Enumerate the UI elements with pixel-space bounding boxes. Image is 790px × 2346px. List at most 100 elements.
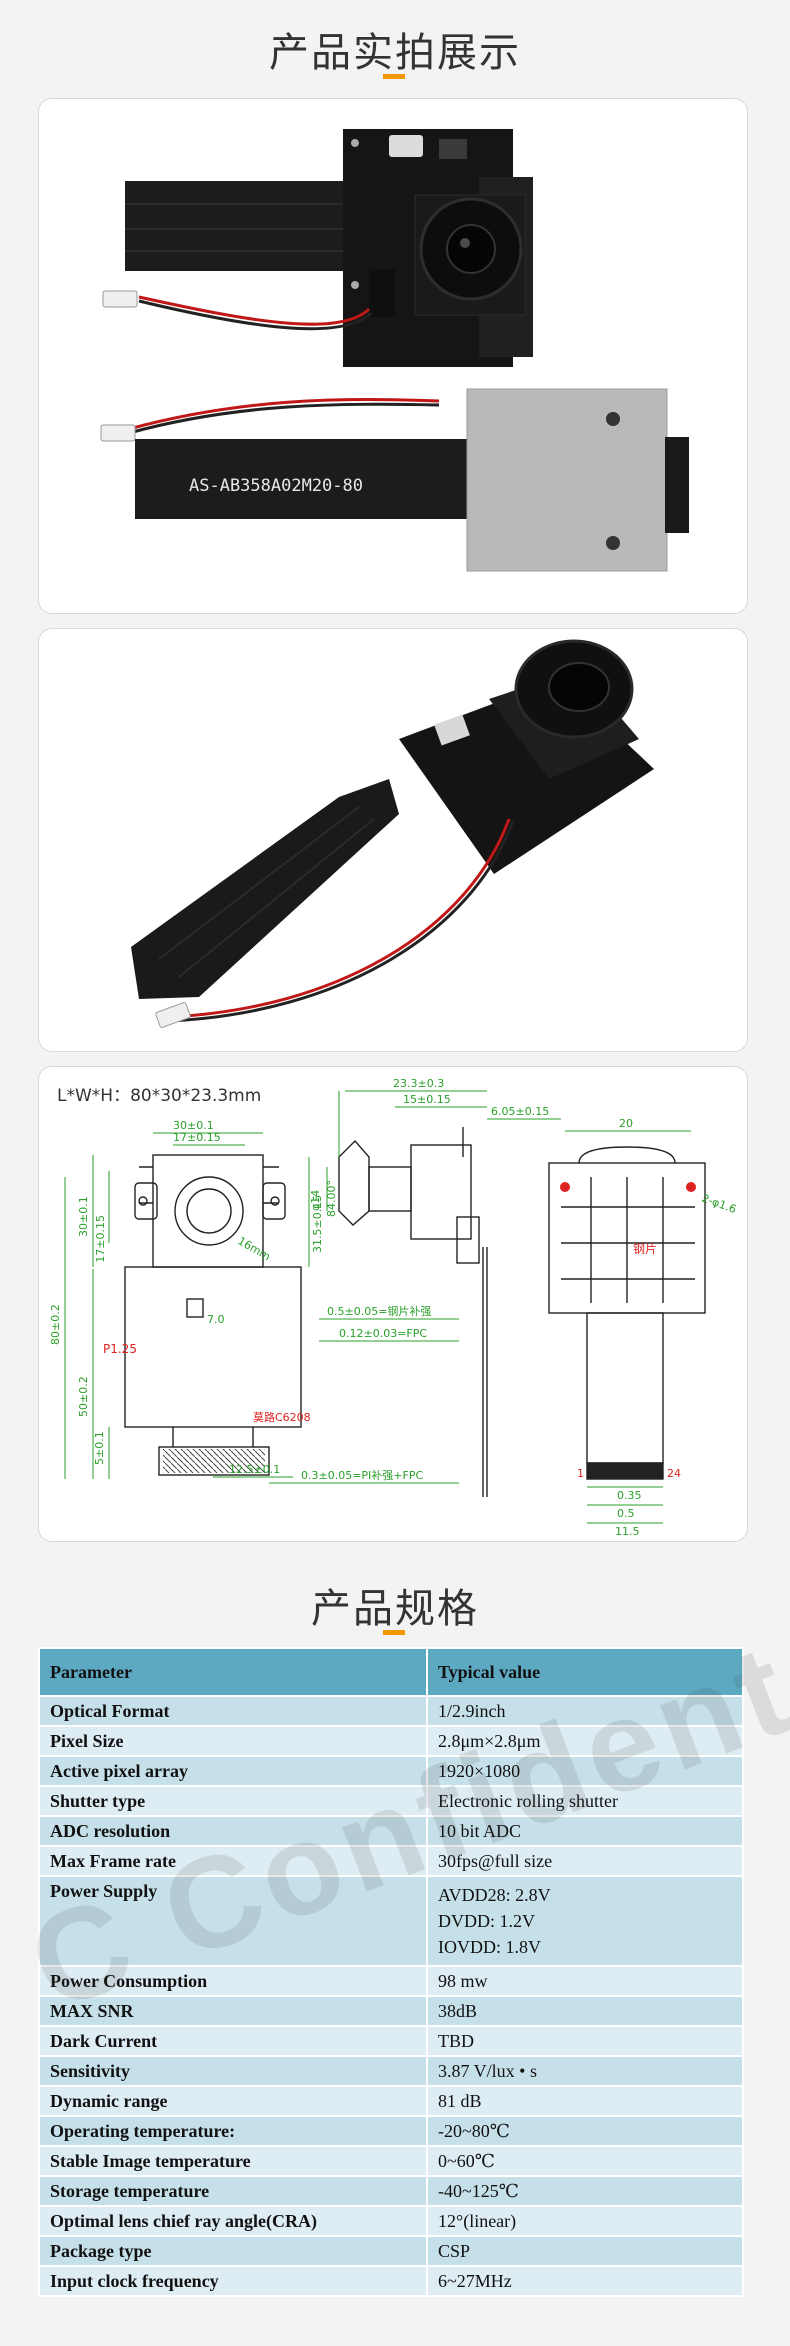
param-value: 3.87 V/lux • s [426,2055,744,2087]
table-row: Power Supply AVDD28: 2.8V DVDD: 1.2V IOV… [38,1875,744,1967]
dim-front-h80: 80±0.2 [49,1304,62,1345]
param-value: -40~125℃ [426,2175,744,2207]
param-value: 0~60℃ [426,2145,744,2177]
dim-back-width-20: 20 [619,1117,633,1130]
table-row: Storage temperature-40~125℃ [38,2175,744,2207]
param-name: Power Consumption [38,1965,428,1997]
fpc-ribbon-bottom [135,439,475,519]
dim-side-pi-thickness: 0.3±0.05=PI补强+FPC [301,1469,423,1482]
dim-side-15: 15±0.15 [403,1093,451,1106]
wire-connector [102,290,138,308]
param-name: Power Supply [38,1875,428,1967]
param-value: 1/2.9inch [426,1695,744,1727]
param-value: 10 bit ADC [426,1815,744,1847]
param-value: 98 mw [426,1965,744,1997]
param-name: ADC resolution [38,1815,428,1847]
section-title-photos: 产品实拍展示 [269,30,521,76]
header-typical-value: Typical value [426,1647,744,1697]
camera-module-photo-top-and-back: AS-AB358A02M20-80 [100,129,689,572]
param-name: Dynamic range [38,2085,428,2117]
dim-front-width-30: 30±0.1 [173,1119,214,1132]
param-value: CSP [426,2235,744,2267]
param-value: AVDD28: 2.8V DVDD: 1.2V IOVDD: 1.8V [426,1875,744,1967]
param-value: 30fps@full size [426,1845,744,1877]
table-row: Optimal lens chief ray angle(CRA)12°(lin… [38,2205,744,2237]
product-photo-card-1: AS-AB358A02M20-80 [38,98,748,614]
param-name: Optical Format [38,1695,428,1727]
param-value: Electronic rolling shutter [426,1785,744,1817]
param-value-line: AVDD28: 2.8V [438,1885,551,1905]
table-row: Operating temperature:-20~80℃ [38,2115,744,2147]
dim-back-0-35: 0.35 [617,1489,642,1502]
param-name: Dark Current [38,2025,428,2057]
param-name: Input clock frequency [38,2265,428,2297]
param-name: Max Frame rate [38,1845,428,1877]
param-name: MAX SNR [38,1995,428,2027]
param-name: Operating temperature: [38,2115,428,2147]
title-accent-bar-2 [383,1630,405,1635]
steel-plate-label: 钢片 [633,1242,657,1256]
dimension-drawing-card: L*W*H：80*30*23.3mm [38,1066,748,1542]
param-value: -20~80℃ [426,2115,744,2147]
fpc-ribbon-angled [131,779,399,999]
mechanical-drawing: 30±0.1 17±0.15 17±0.15 30±0.1 31.5±0.15 … [49,1077,738,1538]
camera-module-photo-angled [131,639,654,1028]
dim-lens: 16mm [236,1234,273,1263]
param-name: Optimal lens chief ray angle(CRA) [38,2205,428,2237]
dim-back-11-5: 11.5 [615,1525,640,1538]
steel-stiffener [466,388,668,572]
product-photo-card-2 [38,628,748,1052]
dim-back-0-5: 0.5 [617,1507,635,1520]
param-value-line: IOVDD: 1.8V [438,1937,541,1957]
dim-front-w12: 12.5±0.1 [229,1463,280,1476]
dim-front-h31: 31.5±0.15 [311,1195,324,1253]
param-name: Stable Image temperature [38,2145,428,2177]
param-name: Storage temperature [38,2175,428,2207]
dim-side-phi14: φ14 [309,1190,322,1211]
title-accent-bar [383,74,405,79]
dim-front-width-17: 17±0.15 [173,1131,221,1144]
spec-header-row: Parameter Typical value [38,1647,744,1697]
param-value: 2.8μm×2.8μm [426,1725,744,1757]
dim-front-h5: 5±0.1 [93,1431,106,1465]
pitch-label: P1.25 [103,1342,137,1356]
connector-white-angled [434,714,470,746]
dim-front-h17: 17±0.15 [94,1215,107,1263]
section-title-specs: 产品规格 [311,1586,479,1632]
dimensions-label: L*W*H：80*30*23.3mm [57,1086,262,1106]
back-view [548,1146,706,1480]
dim-front-h30: 30±0.1 [77,1196,90,1237]
header-parameter: Parameter [38,1647,428,1697]
param-value: 38dB [426,1995,744,2027]
dim-front-h50: 50±0.2 [77,1376,90,1417]
dim-side-steel-thickness: 0.5±0.05=钢片补强 [327,1305,431,1318]
fpc-ribbon-top [125,181,355,271]
connector-white [389,135,423,157]
param-value: 1920×1080 [426,1755,744,1787]
side-view [338,1127,488,1497]
param-name: Active pixel array [38,1755,428,1787]
pcb-label-text: AS-AB358A02M20-80 [189,476,363,496]
dim-side-angle: 84.00° [325,1180,338,1217]
param-name: Pixel Size [38,1725,428,1757]
connector-model-label: 莫路C6208 [253,1411,311,1424]
front-view [124,1154,302,1476]
param-value: 6~27MHz [426,2265,744,2297]
pin-24-label: 24 [667,1467,681,1480]
param-value: 12°(linear) [426,2205,744,2237]
